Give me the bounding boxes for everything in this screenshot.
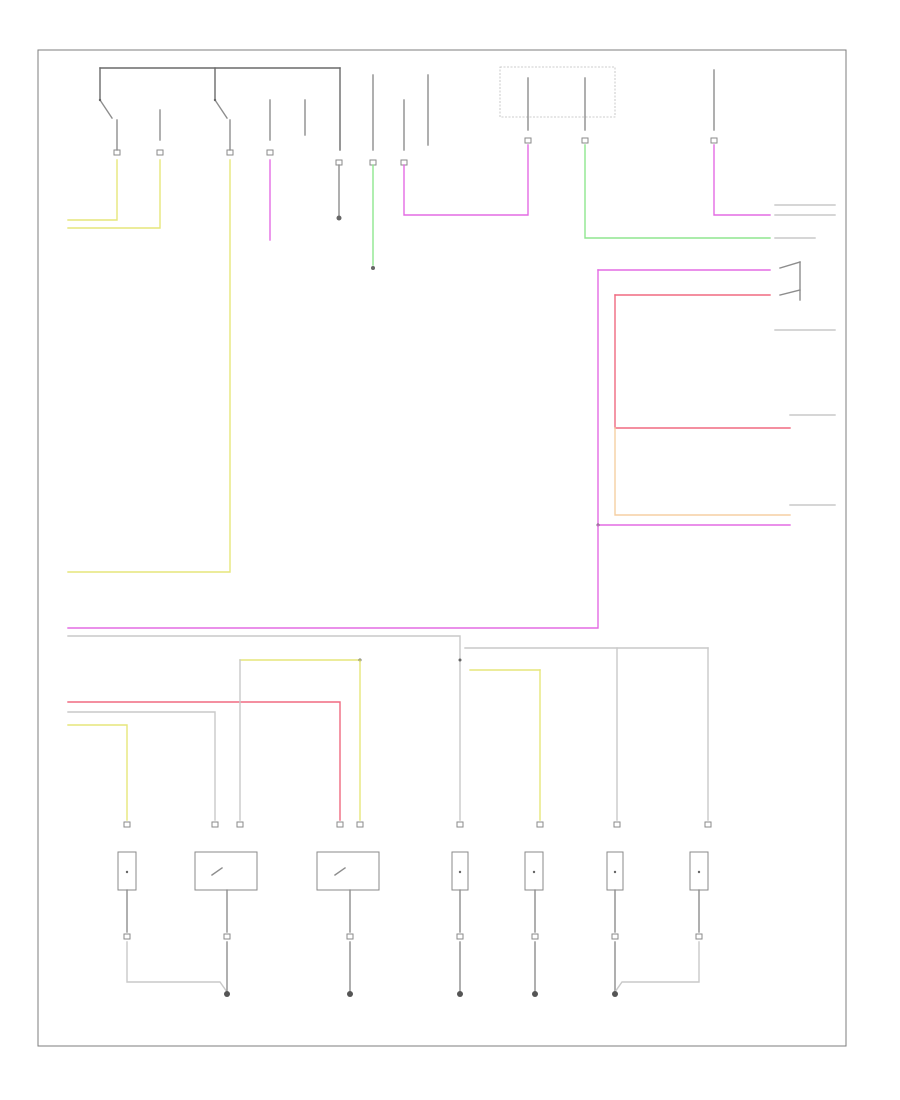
lamp-2: [194, 851, 258, 891]
mid-left-runs: [67, 159, 599, 661]
lamp-section: [67, 647, 712, 997]
top-left-switch-group: [67, 67, 529, 270]
ground-point-2: [347, 991, 353, 997]
ground-point-5: [612, 991, 618, 997]
right-module-group: [596, 261, 836, 527]
ground-point-1: [224, 991, 230, 997]
diagram-frame: [37, 49, 847, 1047]
ground-point-4: [532, 991, 538, 997]
ground-point-3: [457, 991, 463, 997]
fuse-box-group: [499, 66, 836, 239]
lamp-3: [316, 851, 380, 891]
